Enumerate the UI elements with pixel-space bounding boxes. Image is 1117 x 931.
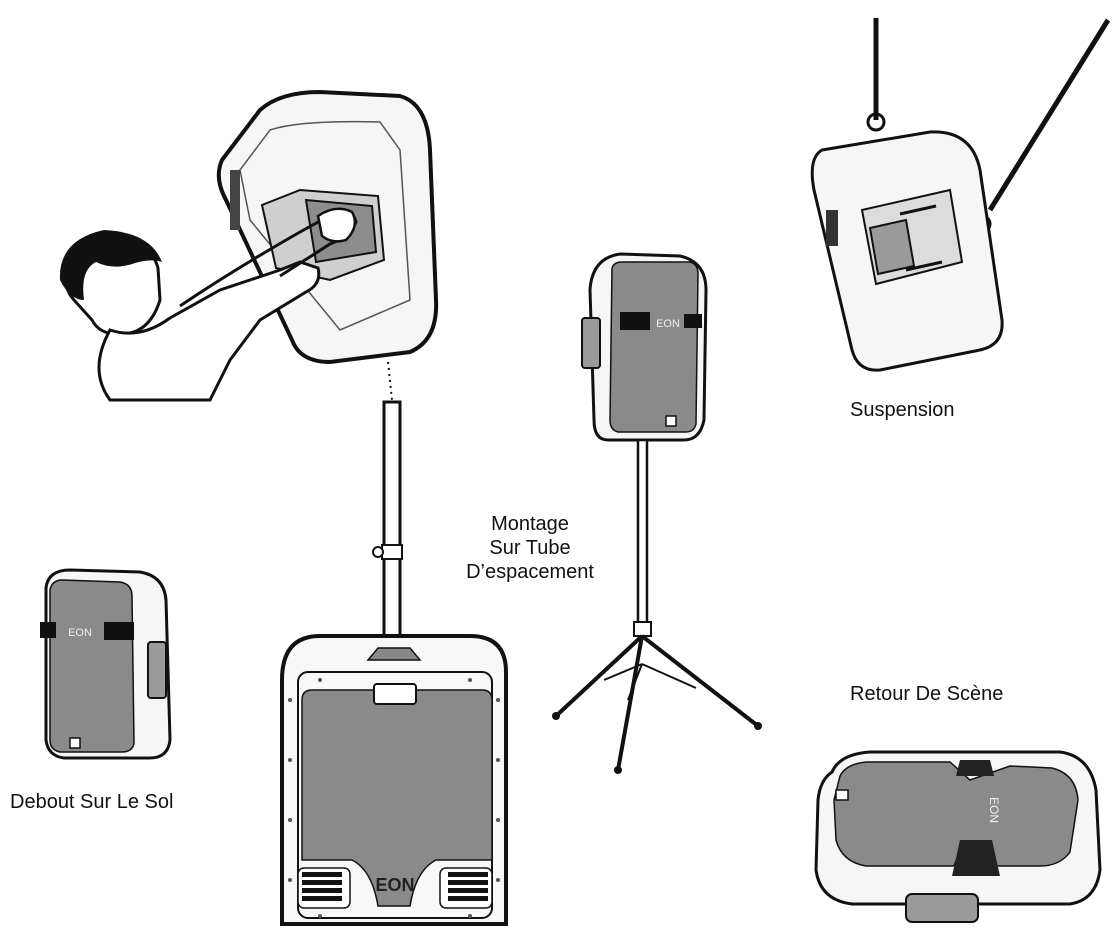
suspension-speaker (810, 18, 1111, 372)
lifted-speaker-side-vent (230, 170, 240, 230)
subwoofer-pole-socket (366, 647, 422, 661)
man-hand (316, 207, 357, 243)
subwoofer-vent-left (297, 867, 351, 909)
floor-speaker-logo: EON (68, 627, 92, 639)
tripod-stand (552, 438, 762, 774)
label-floor-standing: Debout Sur Le Sol (10, 791, 174, 813)
man-lifting-speaker (59, 89, 439, 402)
label-spacer-tube-mount: Montage Sur Tube D’espacement (455, 512, 605, 584)
tripod-speaker-handle (581, 317, 601, 369)
floor-speaker-grille (49, 579, 135, 753)
man-hair (59, 230, 162, 300)
tripod-speaker: EON (581, 252, 708, 442)
tripod-speaker-logo: EON (656, 318, 680, 330)
spacer-tube-knob (372, 546, 384, 558)
tripod-stand-pole (636, 438, 649, 632)
label-stage-monitor: Retour De Scène (850, 683, 1004, 705)
label-montage-line1: Montage (491, 513, 569, 535)
suspension-cable-diagonal (987, 18, 1111, 212)
subwoofer: EON (280, 634, 508, 926)
subwoofer-logo: EON (375, 875, 414, 895)
alignment-dotted-line (387, 361, 393, 401)
tripod-leg-right (640, 634, 760, 728)
tripod-speaker-grille (609, 261, 699, 433)
suspension-handle (868, 218, 916, 276)
label-montage-line2: Sur Tube (489, 537, 571, 559)
stage-monitor-front-vent (952, 840, 1000, 876)
stage-monitor-top-vent (956, 760, 994, 776)
spacer-tube-pole (382, 400, 402, 654)
stage-monitor-handle (905, 893, 979, 923)
label-suspension: Suspension (850, 399, 955, 421)
stage-monitor-logo: EON (987, 797, 1001, 823)
man-torso (97, 260, 321, 402)
subwoofer-top-handle (373, 683, 417, 705)
suspension-side-vent (826, 210, 838, 246)
subwoofer-vent-right (439, 867, 493, 909)
stage-monitor: EON (814, 750, 1102, 923)
tripod-leg-left (554, 634, 644, 718)
subwoofer-grille (301, 689, 493, 907)
tripod-speaker-side-notch (620, 312, 650, 330)
tripod-leg-front (616, 635, 644, 771)
floor-speaker: EON (40, 568, 172, 760)
label-montage-line3: D’espacement (466, 561, 594, 583)
eyebolt-top (866, 112, 886, 132)
floor-speaker-handle (147, 641, 167, 699)
stage-monitor-grille (833, 761, 1079, 867)
spacer-tube (372, 400, 403, 654)
